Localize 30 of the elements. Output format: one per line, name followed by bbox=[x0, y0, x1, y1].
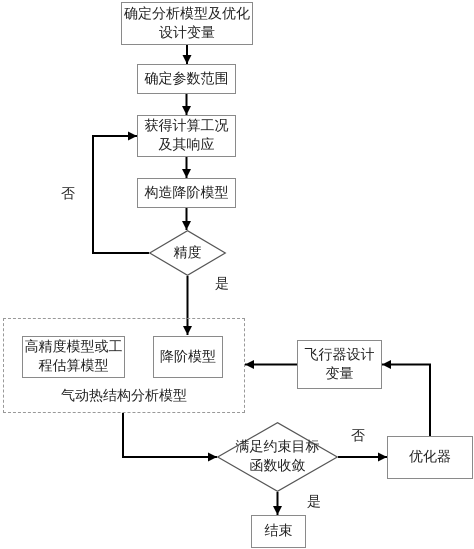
process-box: 飞行器设计变量 bbox=[297, 340, 382, 389]
process-box: 确定分析模型及优化设计变量 bbox=[121, 2, 253, 45]
dashed-group-box bbox=[3, 318, 245, 413]
edge-label: 否 bbox=[350, 428, 366, 445]
arrow bbox=[182, 208, 191, 230]
edge-label: 否 bbox=[60, 186, 76, 203]
process-box: 确定参数范围 bbox=[137, 64, 236, 94]
arrow bbox=[382, 360, 431, 436]
arrow bbox=[338, 452, 387, 462]
arrow bbox=[122, 413, 217, 462]
arrow bbox=[245, 360, 297, 369]
group-title: 气动热结构分析模型 bbox=[60, 387, 188, 406]
decision-text: 满足约束目标函数收敛 bbox=[234, 438, 320, 476]
process-box: 降阶模型 bbox=[153, 336, 223, 378]
arrow bbox=[182, 45, 192, 64]
process-box: 构造降阶模型 bbox=[137, 178, 236, 208]
arrow bbox=[183, 276, 192, 335]
arrow bbox=[182, 157, 191, 178]
process-box: 高精度模型或工程估算模型 bbox=[22, 336, 125, 378]
arrow bbox=[92, 132, 149, 254]
process-box: 获得计算工况及其响应 bbox=[137, 115, 236, 157]
process-box: 结束 bbox=[251, 515, 306, 548]
decision-diamond bbox=[217, 422, 338, 492]
arrow bbox=[182, 94, 191, 115]
edge-label: 是 bbox=[306, 494, 322, 511]
decision-diamond bbox=[149, 230, 226, 276]
edge-label: 是 bbox=[214, 276, 230, 293]
decision-text: 精度 bbox=[174, 244, 202, 262]
arrow bbox=[273, 492, 282, 515]
process-box: 优化器 bbox=[387, 436, 473, 479]
